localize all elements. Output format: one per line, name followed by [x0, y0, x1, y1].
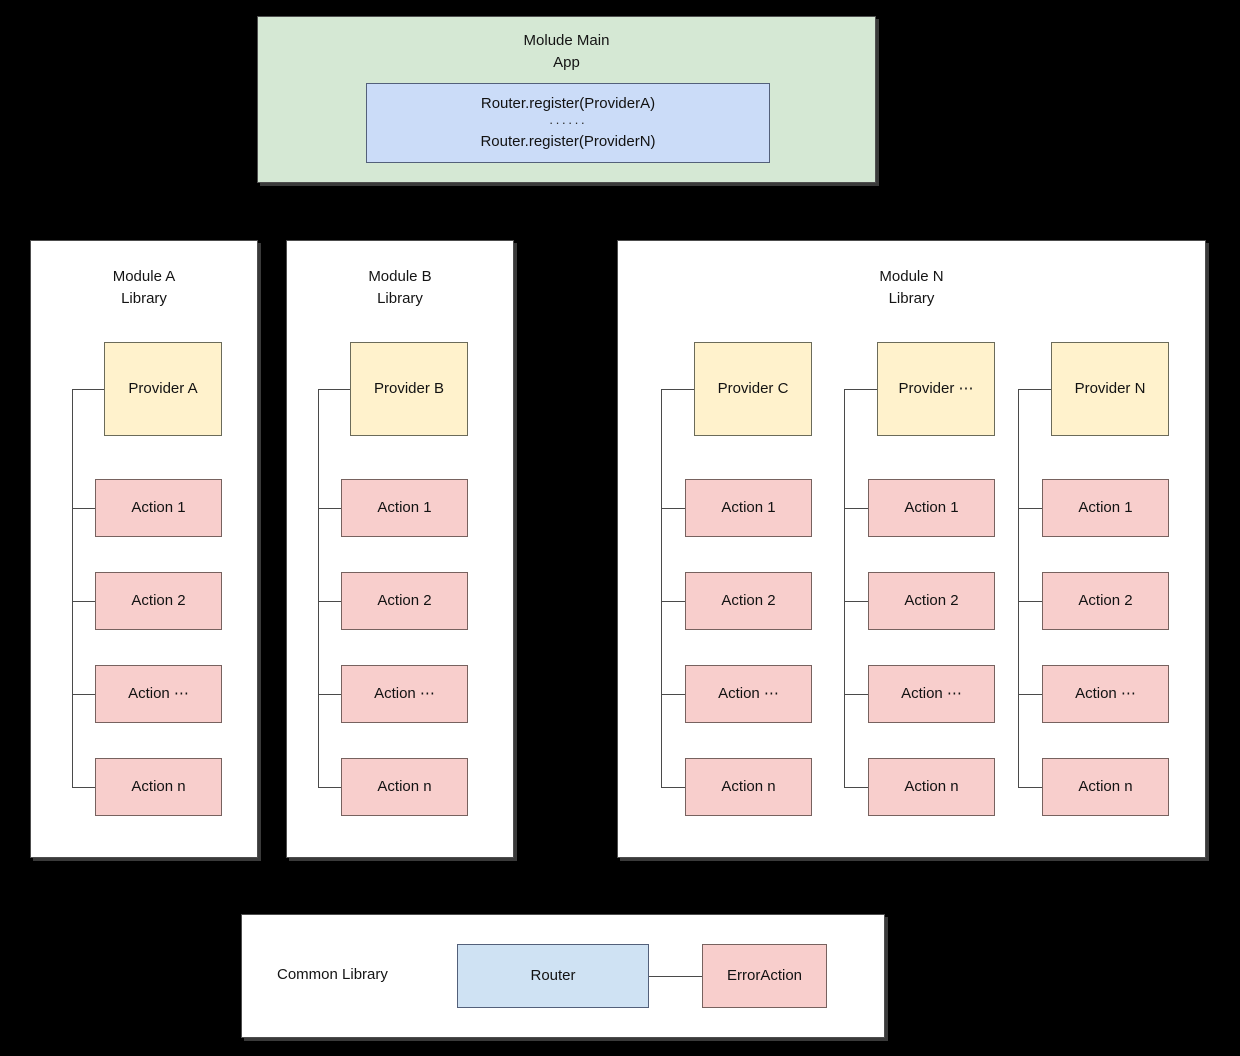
module-a-action-4[interactable]: Action n: [95, 758, 222, 816]
module-b-action-4[interactable]: Action n: [341, 758, 468, 816]
module-n-col3-provider[interactable]: Provider N: [1051, 342, 1169, 436]
module-a-action-3[interactable]: Action ⋯: [95, 665, 222, 723]
module-a-stub-action-1: [72, 508, 95, 509]
module-b-stub-action-4: [318, 787, 341, 788]
module-n-col3-tree-trunk: [1018, 389, 1019, 787]
module-n-col2-action-4[interactable]: Action n: [868, 758, 995, 816]
module-n-col3-stub-action-4: [1018, 787, 1042, 788]
module-a-action-2[interactable]: Action 2: [95, 572, 222, 630]
module-b-action-3[interactable]: Action ⋯: [341, 665, 468, 723]
module-n-col1-action-4[interactable]: Action n: [685, 758, 812, 816]
module-n-col3-stub-action-1: [1018, 508, 1042, 509]
module-n-col2-stub-action-2: [844, 601, 868, 602]
module-a-stub-action-4: [72, 787, 95, 788]
router-register-last-line: Router.register(ProviderN): [480, 132, 656, 150]
module-n-col1-stub-action-2: [661, 601, 685, 602]
module-n-col3-action-4[interactable]: Action n: [1042, 758, 1169, 816]
module-b-action-1[interactable]: Action 1: [341, 479, 468, 537]
module-n-col2-action-1[interactable]: Action 1: [868, 479, 995, 537]
module-n-col1-stub-action-1: [661, 508, 685, 509]
module-a-stub-provider: [72, 389, 104, 390]
module-n-col2-stub-provider: [844, 389, 877, 390]
router-register-ellipsis: ······: [549, 115, 587, 131]
module-a-tree-trunk: [72, 389, 73, 787]
module-n-col1-stub-action-4: [661, 787, 685, 788]
router-register-box: Router.register(ProviderA) ······ Router…: [366, 83, 770, 163]
module-n-col2-action-3[interactable]: Action ⋯: [868, 665, 995, 723]
common-library-label: Common Library: [277, 966, 388, 983]
main-app-title: Molude Main App: [523, 32, 610, 71]
module-n-col3-action-2[interactable]: Action 2: [1042, 572, 1169, 630]
module-n-col1-action-2[interactable]: Action 2: [685, 572, 812, 630]
module-n-col2-tree-trunk: [844, 389, 845, 787]
error-action-box[interactable]: ErrorAction: [702, 944, 827, 1008]
module-n-col2-action-2[interactable]: Action 2: [868, 572, 995, 630]
module-n-col1-stub-provider: [661, 389, 694, 390]
module-n-col2-stub-action-4: [844, 787, 868, 788]
module-b-stub-action-2: [318, 601, 341, 602]
module-n-col3-action-1[interactable]: Action 1: [1042, 479, 1169, 537]
module-b-title: Module B Library: [368, 268, 432, 307]
module-b-stub-action-3: [318, 694, 341, 695]
module-n-col1-stub-action-3: [661, 694, 685, 695]
module-n-col1-action-1[interactable]: Action 1: [685, 479, 812, 537]
router-box[interactable]: Router: [457, 944, 649, 1008]
module-n-col3-stub-action-2: [1018, 601, 1042, 602]
module-a-title: Module A Library: [112, 268, 176, 307]
router-register-first-line: Router.register(ProviderA): [480, 94, 656, 112]
module-n-col2-stub-action-3: [844, 694, 868, 695]
module-b-stub-action-1: [318, 508, 341, 509]
module-a-stub-action-3: [72, 694, 95, 695]
module-n-col3-stub-provider: [1018, 389, 1051, 390]
module-n-col3-stub-action-3: [1018, 694, 1042, 695]
module-b-provider[interactable]: Provider B: [350, 342, 468, 436]
module-n-col2-stub-action-1: [844, 508, 868, 509]
module-n-col2-provider[interactable]: Provider ⋯: [877, 342, 995, 436]
module-a-action-1[interactable]: Action 1: [95, 479, 222, 537]
router-to-erroraction-line: [648, 976, 703, 977]
module-n-col3-action-3[interactable]: Action ⋯: [1042, 665, 1169, 723]
module-n-col1-tree-trunk: [661, 389, 662, 787]
module-n-col1-provider[interactable]: Provider C: [694, 342, 812, 436]
module-b-stub-provider: [318, 389, 350, 390]
module-a-stub-action-2: [72, 601, 95, 602]
module-a-provider[interactable]: Provider A: [104, 342, 222, 436]
module-b-action-2[interactable]: Action 2: [341, 572, 468, 630]
module-b-tree-trunk: [318, 389, 319, 787]
module-n-col1-action-3[interactable]: Action ⋯: [685, 665, 812, 723]
module-n-title: Module N Library: [879, 268, 944, 307]
